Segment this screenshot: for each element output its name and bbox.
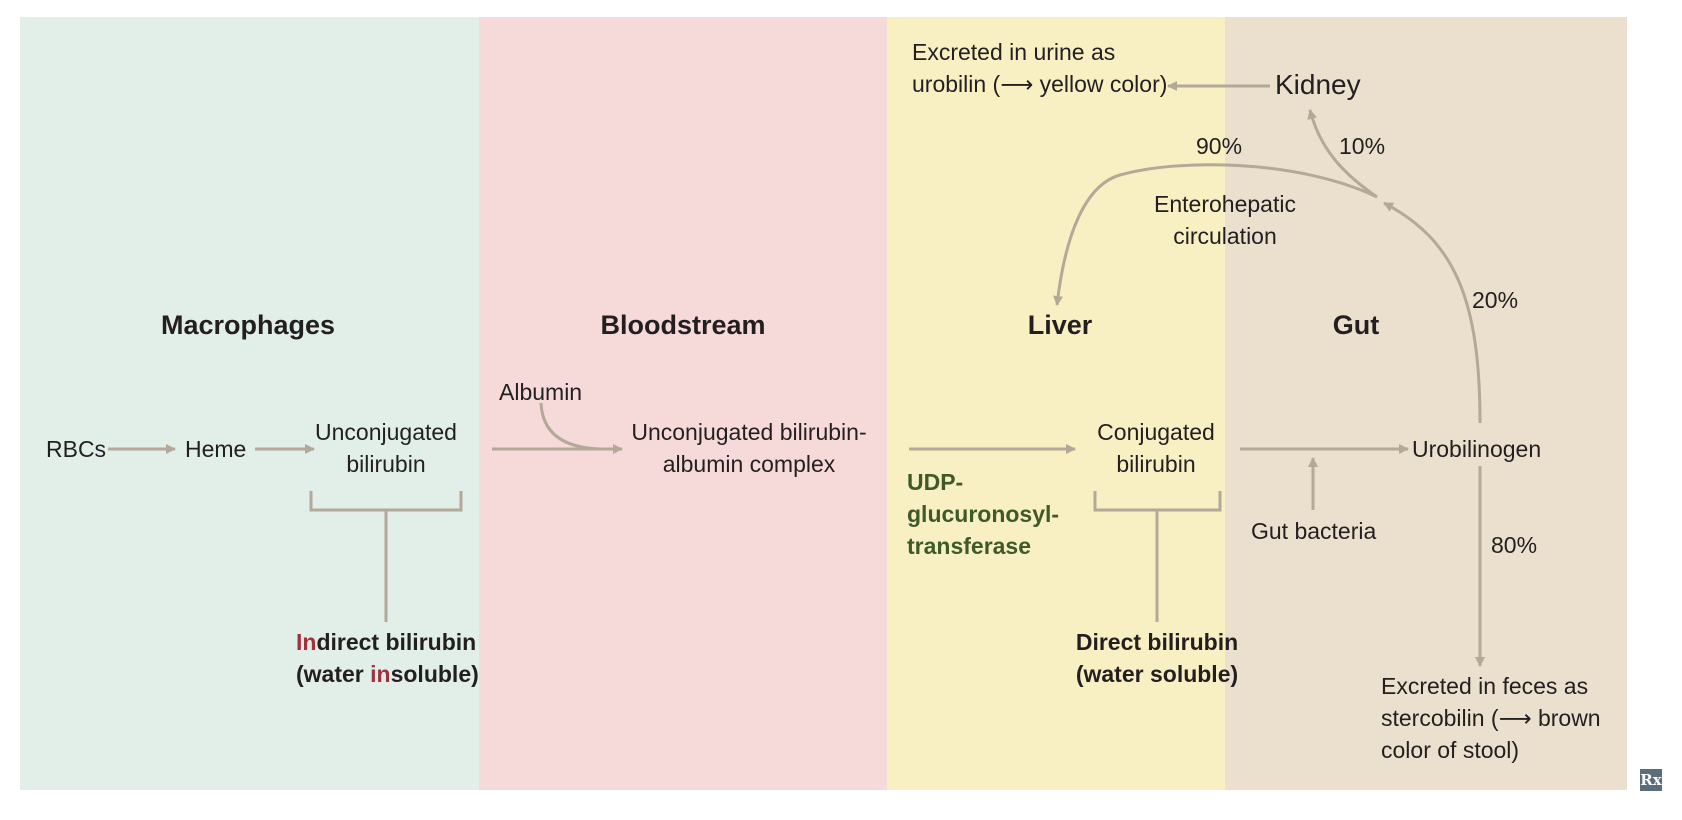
direct-bilirubin-label: Direct bilirubin (water soluble)	[1075, 629, 1239, 687]
indirect-line-1: Indirect bilirubin	[296, 626, 476, 658]
percent-80: 80%	[1491, 532, 1538, 558]
node-urobilinogen: Urobilinogen	[1412, 436, 1542, 462]
bracket-indirect	[309, 491, 463, 512]
enterohepatic-label: Enterohepatic circulation	[1154, 191, 1296, 249]
bracket-direct	[1093, 491, 1222, 512]
node-gut-bacteria: Gut bacteria	[1251, 518, 1377, 544]
indirect-line2-open: (water	[296, 661, 371, 687]
percent-90: 90%	[1196, 133, 1243, 159]
indirect-line-2: (water insoluble)	[296, 658, 479, 690]
section-title-macrophages: Macrophages	[160, 310, 336, 340]
arrow-enterohepatic-curve	[1053, 163, 1378, 306]
indirect-in-highlight: In	[296, 629, 317, 655]
gut-panel	[1225, 17, 1627, 790]
node-heme: Heme	[185, 436, 247, 462]
rx-logo: Rx	[1640, 769, 1662, 791]
arrow-up-20	[1383, 201, 1482, 424]
section-title-liver: Liver	[1027, 310, 1093, 340]
node-conjugated-bilirubin: Conjugated bilirubin	[1097, 419, 1215, 477]
node-feces-excretion: Excreted in feces as stercobilin (⟶ brow…	[1381, 673, 1601, 763]
section-title-bloodstream: Bloodstream	[600, 310, 766, 340]
bloodstream-panel	[479, 17, 887, 790]
arrow-to-kidney	[1307, 109, 1378, 199]
arrow-albumin-join	[539, 402, 601, 451]
indirect-line1-rest: direct bilirubin	[316, 629, 477, 655]
section-title-gut: Gut	[1332, 310, 1380, 340]
node-unconjugated-bilirubin: Unconjugated bilirubin	[315, 419, 457, 477]
percent-20: 20%	[1472, 287, 1519, 313]
enzyme-label: UDP- glucuronosyl- transferase	[907, 469, 1060, 559]
indirect-bilirubin-label: Indirect bilirubin (water insoluble)	[296, 626, 479, 690]
node-urine-excretion: Excreted in urine as urobilin (⟶ yellow …	[912, 39, 1168, 97]
node-albumin: Albumin	[499, 379, 583, 405]
node-albumin-complex: Unconjugated bilirubin- albumin complex	[631, 419, 867, 477]
percent-10: 10%	[1339, 133, 1386, 159]
macrophages-panel	[20, 17, 479, 790]
indirect-insoluble-highlight: in	[370, 661, 391, 687]
indirect-line2-rest: soluble)	[390, 661, 479, 687]
liver-panel	[887, 17, 1225, 790]
node-rbcs: RBCs	[46, 436, 107, 462]
node-kidney: Kidney	[1275, 69, 1361, 100]
